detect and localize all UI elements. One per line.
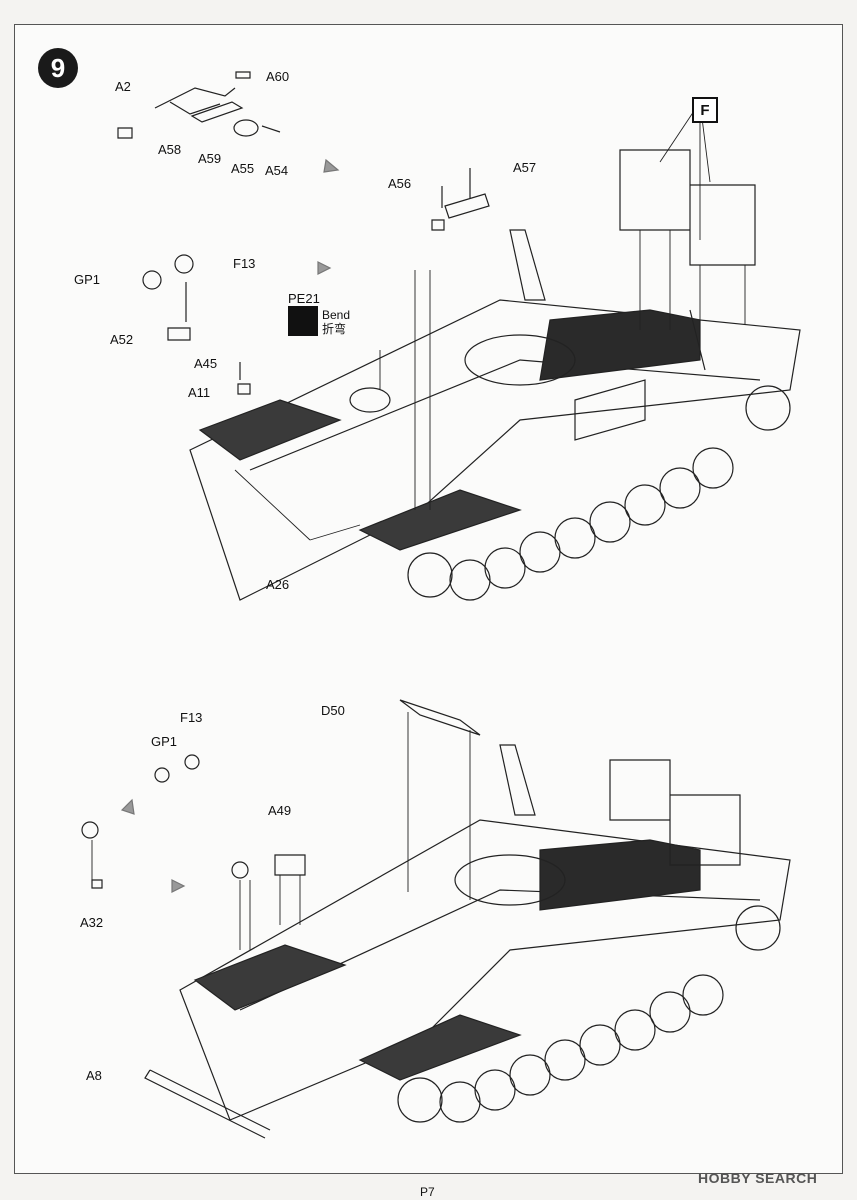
label-a60: A60 xyxy=(266,69,290,84)
label-a54: A54 xyxy=(265,163,289,178)
label-a52: A52 xyxy=(110,332,134,347)
label-a26: A26 xyxy=(266,577,290,592)
part-group-a58 xyxy=(117,71,281,139)
label-gp1-bottom: GP1 xyxy=(151,734,178,749)
label-a56: A56 xyxy=(388,176,412,191)
leader-lines-top xyxy=(234,101,746,541)
direction-arrow-3 xyxy=(120,798,135,815)
watermark: HOBBY SEARCH xyxy=(698,1170,818,1186)
road-wheels-upper xyxy=(407,385,791,601)
pe21-label: PE21 xyxy=(288,291,320,306)
label-gp1-top: GP1 xyxy=(74,272,101,287)
bend-icon xyxy=(288,306,318,336)
label-a49: A49 xyxy=(268,803,292,818)
label-a2: A2 xyxy=(115,79,131,94)
label-a32: A32 xyxy=(80,915,104,930)
step-number-badge: 9 xyxy=(38,48,78,88)
part-gp1-f13 xyxy=(142,254,251,395)
label-a59: A59 xyxy=(198,151,222,166)
label-a8: A8 xyxy=(86,1068,102,1083)
upper-vehicle xyxy=(189,149,801,601)
leader-lines-bottom xyxy=(91,712,471,950)
label-a57: A57 xyxy=(513,160,537,175)
page-border xyxy=(14,24,843,1174)
subassembly-f-box: F xyxy=(692,97,718,123)
label-f13-top: F13 xyxy=(233,256,256,271)
part-a56-a57 xyxy=(431,168,490,231)
label-a55: A55 xyxy=(231,161,255,176)
label-a58: A58 xyxy=(158,142,182,157)
page-number: P7 xyxy=(420,1185,435,1199)
road-wheels-lower xyxy=(397,905,781,1123)
direction-arrow-2 xyxy=(323,158,340,173)
direction-arrow-1 xyxy=(317,261,332,275)
lower-vehicle xyxy=(81,699,791,1139)
label-d50: D50 xyxy=(321,703,345,718)
label-f13-bottom: F13 xyxy=(180,710,203,725)
direction-arrow-4 xyxy=(171,879,186,893)
label-a11: A11 xyxy=(188,385,211,400)
label-a45: A45 xyxy=(194,356,218,371)
